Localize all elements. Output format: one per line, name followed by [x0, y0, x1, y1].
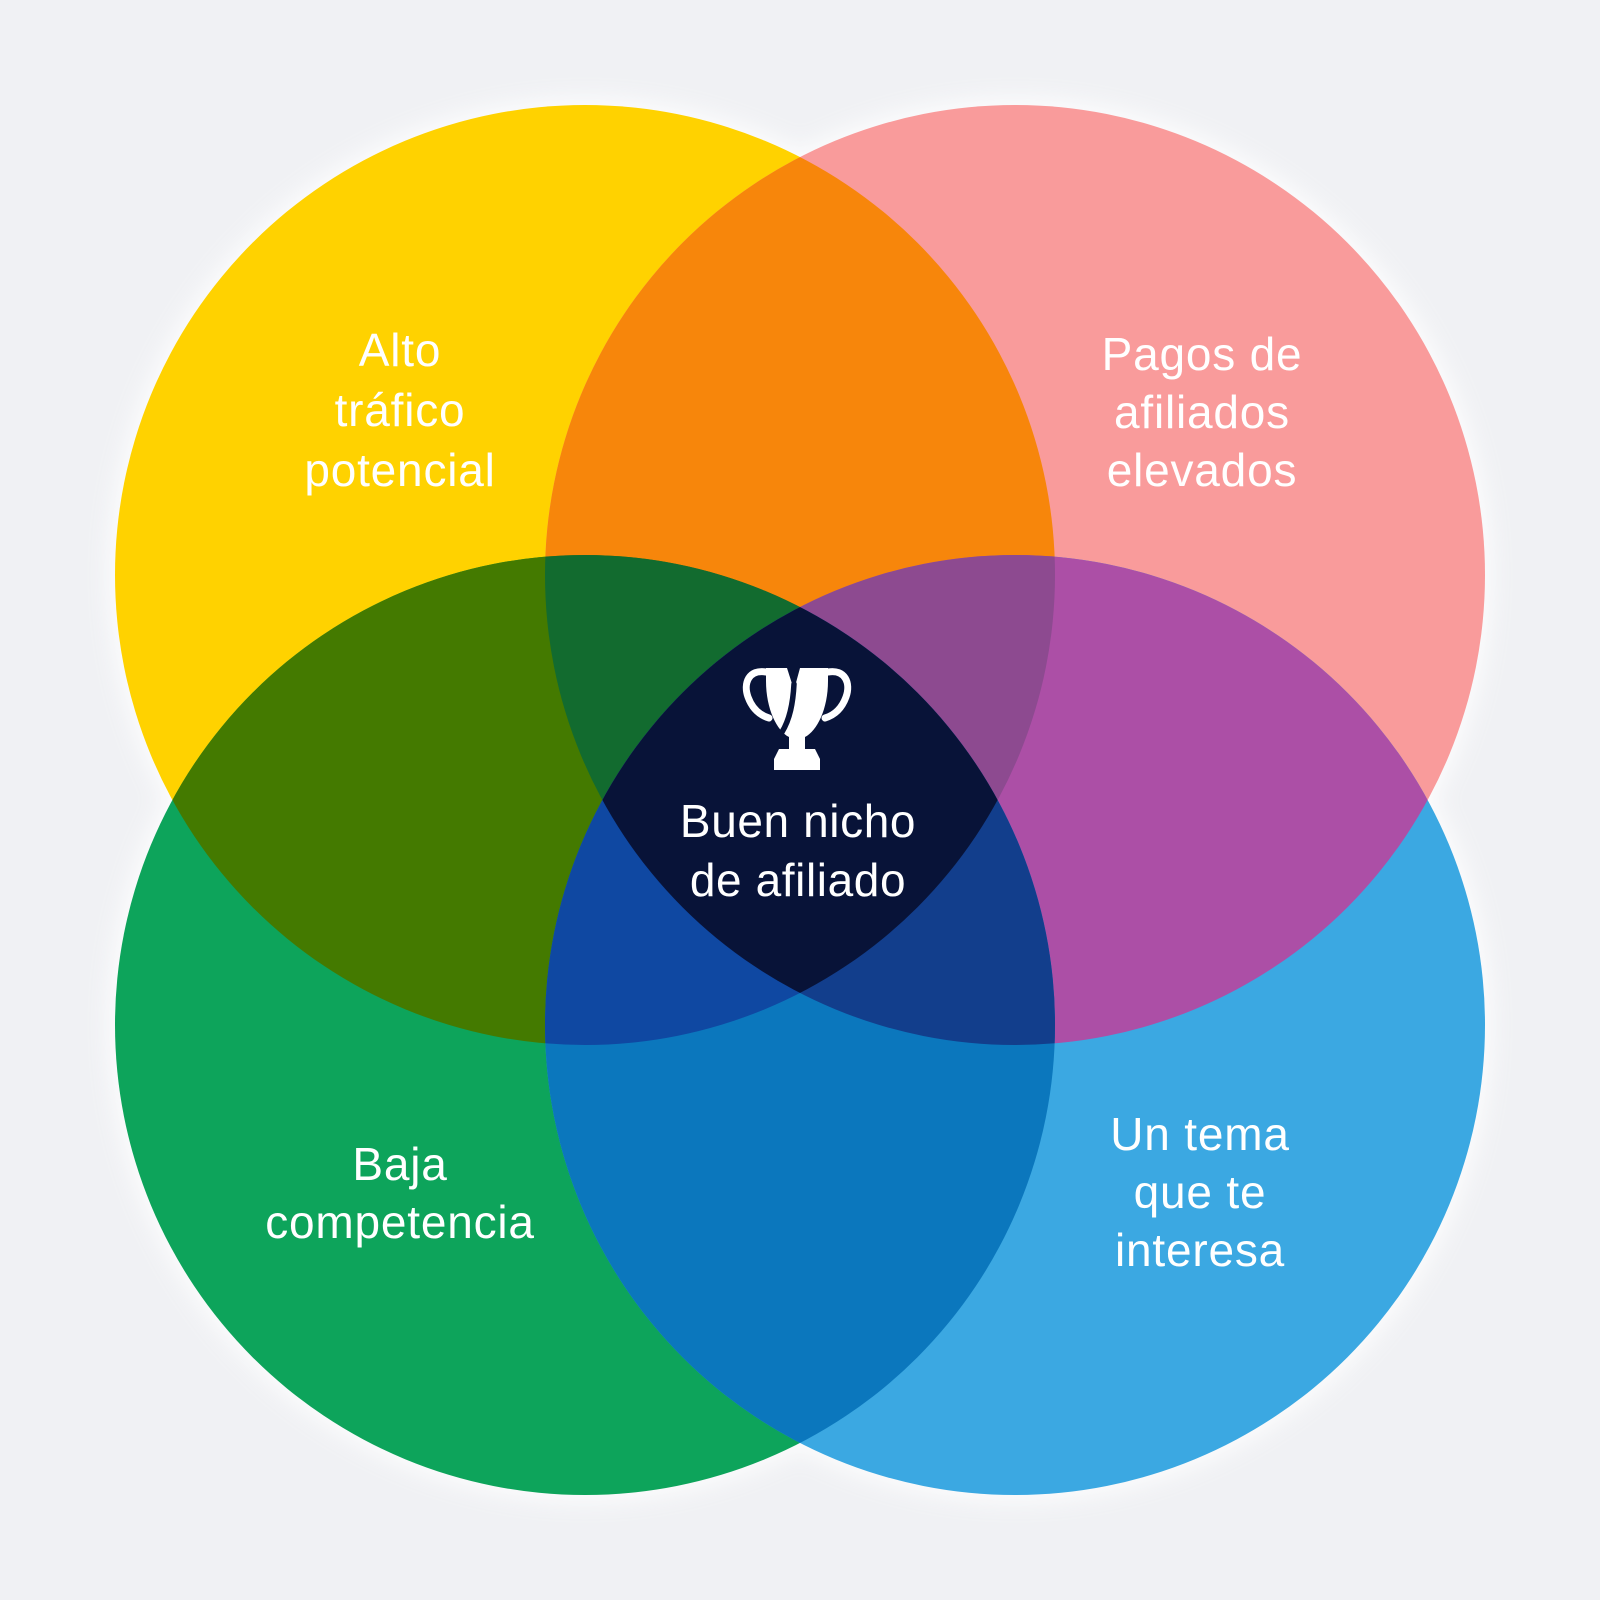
set-label-line: Alto [359, 324, 441, 376]
set-label-line: que te [1134, 1166, 1267, 1218]
set-label-line: Un tema [1110, 1108, 1289, 1160]
set-label-line: Baja [352, 1138, 447, 1190]
set-label-line: potencial [304, 444, 495, 496]
label-bottom-right-set: Un tema que te interesa [1110, 1108, 1289, 1276]
label-top-right-set: Pagos de afiliados elevados [1102, 328, 1303, 496]
set-label-line: afiliados [1114, 386, 1290, 438]
trophy-slash [779, 681, 797, 735]
center-label-line: de afiliado [690, 854, 906, 906]
set-label-line: competencia [265, 1196, 535, 1248]
label-center-intersection: Buen nicho de afiliado [680, 795, 916, 906]
label-top-left-set: Alto tráfico potencial [304, 324, 495, 496]
set-label-line: Pagos de [1102, 328, 1303, 380]
set-label-line: tráfico [335, 384, 466, 436]
label-bottom-left-set: Baja competencia [265, 1138, 535, 1248]
set-label-line: elevados [1107, 444, 1298, 496]
trophy-notch [787, 668, 800, 690]
set-label-line: interesa [1115, 1224, 1285, 1276]
center-label-line: Buen nicho [680, 795, 916, 847]
trophy-icon [742, 668, 852, 770]
